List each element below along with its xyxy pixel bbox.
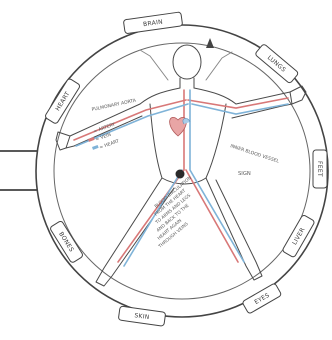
navel-marker xyxy=(176,170,185,179)
rim-tab-right[interactable]: FEET xyxy=(313,150,327,188)
svg-text:FEET: FEET xyxy=(316,161,323,177)
right-small-label: SIGN xyxy=(238,171,251,177)
